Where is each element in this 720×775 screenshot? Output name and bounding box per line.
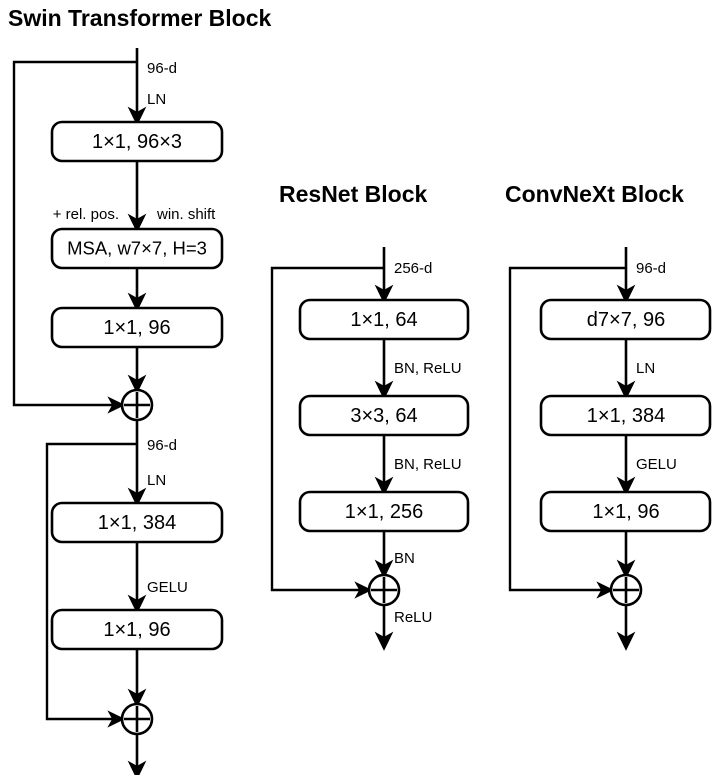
convnext-block-0-label: d7×7, 96 (587, 309, 665, 331)
swin-annotation-ln-2: LN (147, 472, 166, 489)
convnext-skip-connection (508, 266, 626, 599)
column-title-swin: Swin Transformer Block (8, 5, 272, 31)
swin-annotation-rel-pos: + rel. pos. (53, 206, 119, 223)
swin-block-2-label: 1×1, 96 (103, 317, 170, 339)
resnet-block-1-label: 3×3, 64 (350, 405, 417, 427)
swin-annotation-input-dim: 96-d (147, 60, 177, 77)
swin-block-4-rect (50, 608, 224, 651)
convnext-block-2-label: 1×1, 96 (592, 501, 659, 523)
resnet-block-2-label: 1×1, 256 (345, 501, 423, 523)
resnet-block-0[interactable]: 1×1, 64 (298, 298, 470, 341)
column-title-convnext: ConvNeXt Block (505, 181, 684, 207)
swin-residual-add-1 (120, 388, 154, 422)
column-swin-transformer: Swin Transformer Block (8, 5, 272, 775)
resnet-annotation-input-dim: 256-d (394, 260, 432, 277)
swin-block-1[interactable]: MSA, w7×7, H=3 (50, 227, 224, 270)
convnext-block-2[interactable]: 1×1, 96 (539, 490, 712, 533)
convnext-block-0[interactable]: d7×7, 96 (539, 298, 712, 341)
swin-block-4[interactable]: 1×1, 96 (50, 608, 224, 651)
swin-block-3-rect (50, 501, 224, 544)
swin-skip-connection-2 (45, 442, 137, 728)
convnext-residual-add (609, 573, 643, 607)
convnext-block-2-rect (539, 490, 712, 533)
resnet-block-1[interactable]: 3×3, 64 (298, 394, 470, 437)
swin-annotation-mid-dim: 96-d (147, 437, 177, 454)
swin-block-0-rect (50, 120, 224, 163)
resnet-block-0-label: 1×1, 64 (350, 309, 417, 331)
resnet-annotation-bn-relu-2: BN, ReLU (394, 456, 462, 473)
swin-skip-connection-1 (12, 60, 137, 414)
swin-block-3-label: 1×1, 384 (98, 512, 176, 534)
resnet-residual-add (367, 573, 401, 607)
column-convnext: ConvNeXt Block d7×7, 96 1×1, 384 (505, 181, 712, 651)
swin-annotation-gelu: GELU (147, 579, 188, 596)
column-title-resnet: ResNet Block (279, 181, 427, 207)
swin-block-4-label: 1×1, 96 (103, 619, 170, 641)
swin-residual-add-2 (120, 702, 154, 736)
convnext-annotation-input-dim: 96-d (636, 260, 666, 277)
swin-block-1-label: MSA, w7×7, H=3 (67, 237, 207, 258)
swin-block-2[interactable]: 1×1, 96 (50, 306, 224, 349)
resnet-block-2-rect (298, 490, 470, 533)
convnext-annotation-gelu: GELU (636, 456, 677, 473)
swin-annotation-win-shift: win. shift (156, 206, 216, 223)
swin-block-2-rect (50, 306, 224, 349)
resnet-block-2[interactable]: 1×1, 256 (298, 490, 470, 533)
resnet-annotation-bn-relu-1: BN, ReLU (394, 360, 462, 377)
convnext-block-1-label: 1×1, 384 (587, 405, 665, 427)
resnet-annotation-bn: BN (394, 550, 415, 567)
column-resnet: ResNet Block 1×1, 64 3×3, 64 (270, 181, 470, 651)
swin-annotation-ln-1: LN (147, 91, 166, 108)
swin-block-3[interactable]: 1×1, 384 (50, 501, 224, 544)
resnet-block-0-rect (298, 298, 470, 341)
resnet-skip-connection (270, 266, 384, 599)
resnet-block-1-rect (298, 394, 470, 437)
convnext-annotation-ln: LN (636, 360, 655, 377)
swin-block-0-label: 1×1, 96×3 (92, 131, 182, 153)
convnext-block-1-rect (539, 394, 712, 437)
swin-block-0[interactable]: 1×1, 96×3 (50, 120, 224, 163)
swin-block-1-rect (50, 227, 224, 270)
resnet-annotation-relu-out: ReLU (394, 609, 432, 626)
convnext-block-0-rect (539, 298, 712, 341)
convnext-block-1[interactable]: 1×1, 384 (539, 394, 712, 437)
